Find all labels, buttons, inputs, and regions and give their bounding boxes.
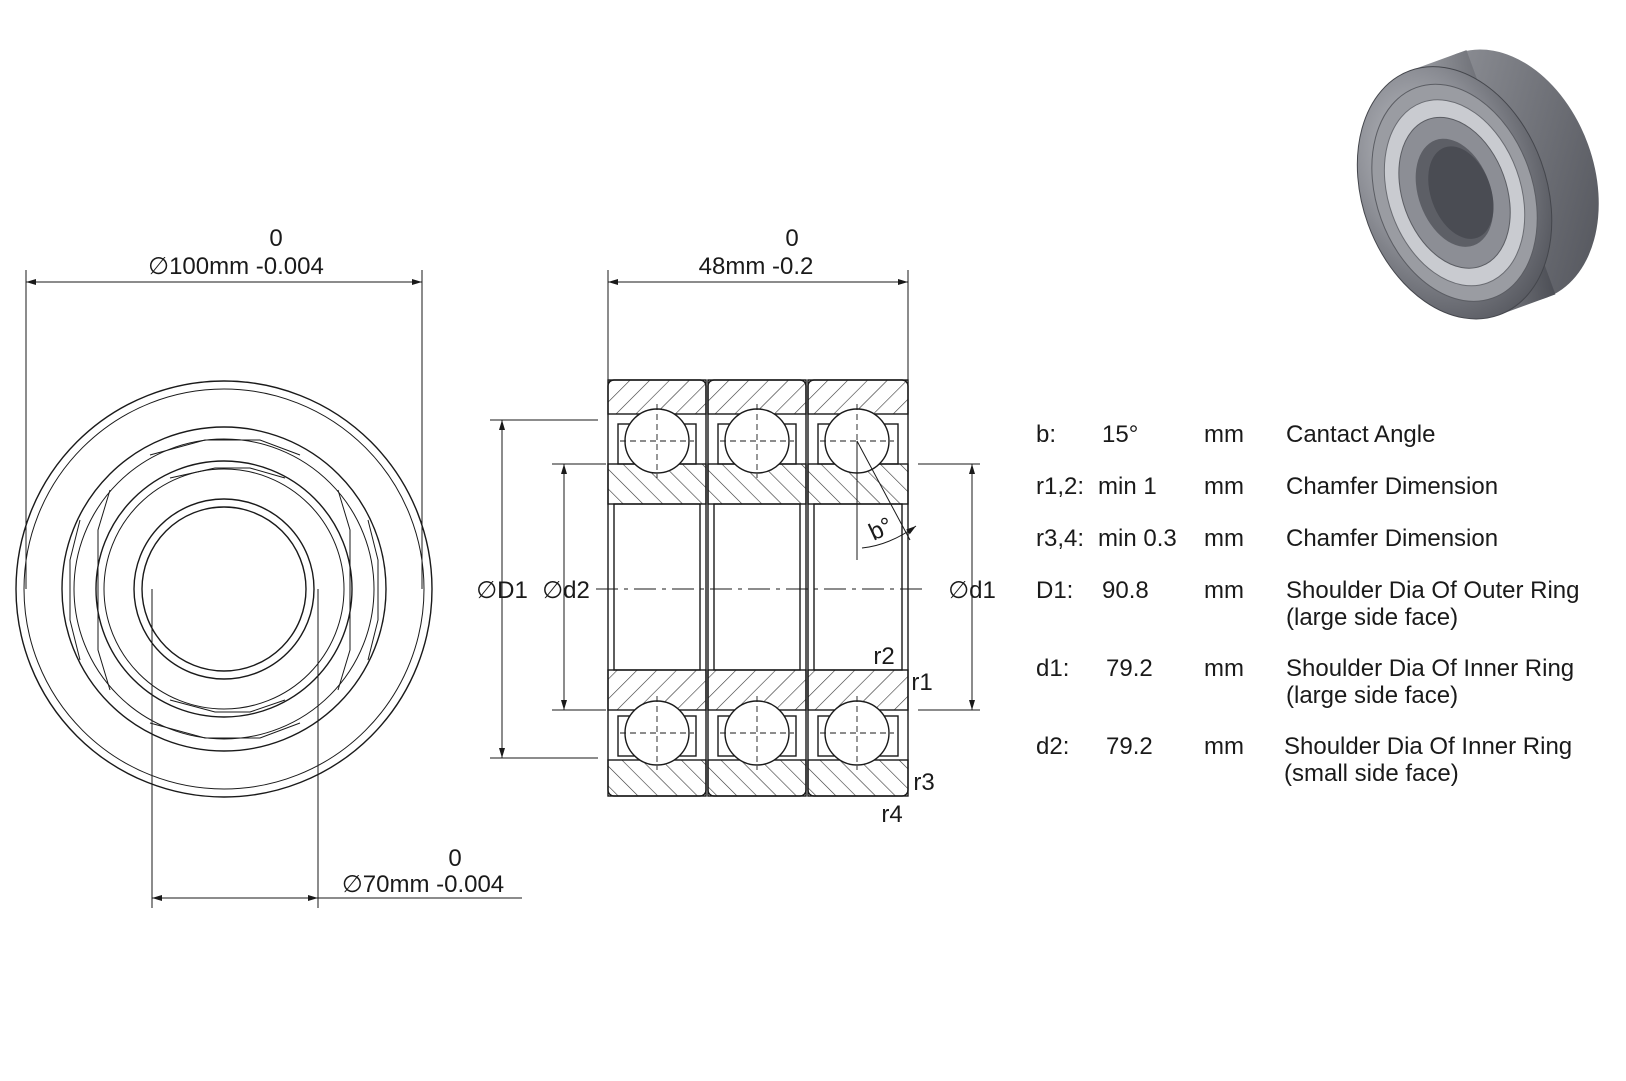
spec-note: (small side face) (1284, 760, 1459, 787)
spec-description: Shoulder Dia Of Inner Ring (1286, 655, 1574, 682)
label-d1: ∅d1 (948, 577, 996, 604)
spec-symbol: D1: (1036, 577, 1073, 604)
bore-diameter-label: ∅70mm -0.004 (342, 871, 504, 898)
width-label: 48mm -0.2 (699, 253, 814, 280)
spec-unit: mm (1204, 733, 1244, 760)
spec-unit: mm (1204, 655, 1244, 682)
spec-description: Chamfer Dimension (1286, 473, 1498, 500)
spec-unit: mm (1204, 473, 1244, 500)
spec-description: Shoulder Dia Of Inner Ring (1284, 733, 1572, 760)
width-tolerance: 0 (785, 225, 798, 252)
label-r1: r1 (911, 669, 932, 696)
spec-value: min 0.3 (1098, 525, 1177, 552)
spec-note: (large side face) (1286, 682, 1458, 709)
bearing-render-image (1356, 49, 1599, 320)
spec-table: b: 15° mm Cantact Angle r1,2: min 1 mm C… (1036, 421, 1579, 787)
label-r3: r3 (913, 769, 934, 796)
section-view: b° (490, 270, 980, 797)
spec-symbol: r3,4: (1036, 525, 1084, 552)
bore-diameter-tolerance: 0 (448, 845, 461, 872)
label-d2: ∅d2 (542, 577, 590, 604)
spec-symbol: b: (1036, 421, 1056, 448)
spec-value: 79.2 (1106, 733, 1153, 760)
spec-symbol: r1,2: (1036, 473, 1084, 500)
label-r2: r2 (873, 643, 894, 670)
spec-value: 90.8 (1102, 577, 1149, 604)
spec-description: Shoulder Dia Of Outer Ring (1286, 577, 1579, 604)
spec-value: 15° (1102, 421, 1138, 448)
bore-diameter-dimension (151, 589, 522, 908)
spec-description: Chamfer Dimension (1286, 525, 1498, 552)
spec-symbol: d2: (1036, 733, 1069, 760)
spec-description: Cantact Angle (1286, 421, 1435, 448)
label-r4: r4 (881, 801, 902, 828)
outer-diameter-tolerance: 0 (269, 225, 282, 252)
spec-symbol: d1: (1036, 655, 1069, 682)
label-D1: ∅D1 (476, 577, 528, 604)
spec-unit: mm (1204, 525, 1244, 552)
contact-angle-label: b° (865, 512, 897, 546)
outer-diameter-dimension (25, 270, 423, 589)
spec-unit: mm (1204, 421, 1244, 448)
spec-note: (large side face) (1286, 604, 1458, 631)
spec-value: min 1 (1098, 473, 1157, 500)
front-view (15, 380, 433, 798)
spec-value: 79.2 (1106, 655, 1153, 682)
spec-unit: mm (1204, 577, 1244, 604)
outer-diameter-label: ∅100mm -0.004 (148, 253, 324, 280)
